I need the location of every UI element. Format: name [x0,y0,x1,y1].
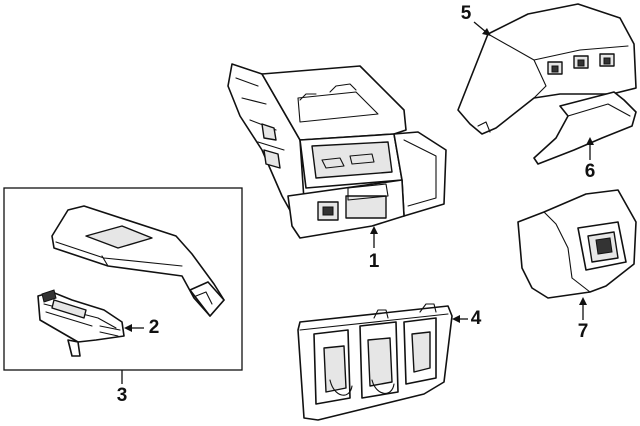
part-3-trim-cover[interactable] [51,205,225,317]
callout-7[interactable]: 7 [578,321,589,342]
part-2-bezel-insert[interactable] [37,289,125,357]
arrow-1 [370,226,378,234]
inset-frame [3,187,243,371]
arrow-4 [452,315,460,323]
part-4-lower-housing[interactable] [297,303,453,421]
part-7-rear-cover[interactable] [517,189,637,299]
arrow-7 [579,297,587,305]
callout-2[interactable]: 2 [149,317,160,338]
callout-6[interactable]: 6 [585,161,596,182]
callout-5[interactable]: 5 [461,3,472,24]
arrow-5 [482,28,491,36]
part-5-side-cover[interactable] [457,3,637,135]
callout-1[interactable]: 1 [369,251,380,272]
arrow-6 [586,137,594,145]
part-1-console-body[interactable] [227,63,447,239]
callout-4[interactable]: 4 [471,308,482,329]
part-6-trim-panel[interactable] [533,91,637,165]
leader-5 [473,21,487,33]
arrow-2 [124,324,132,332]
callout-3[interactable]: 3 [117,385,128,406]
